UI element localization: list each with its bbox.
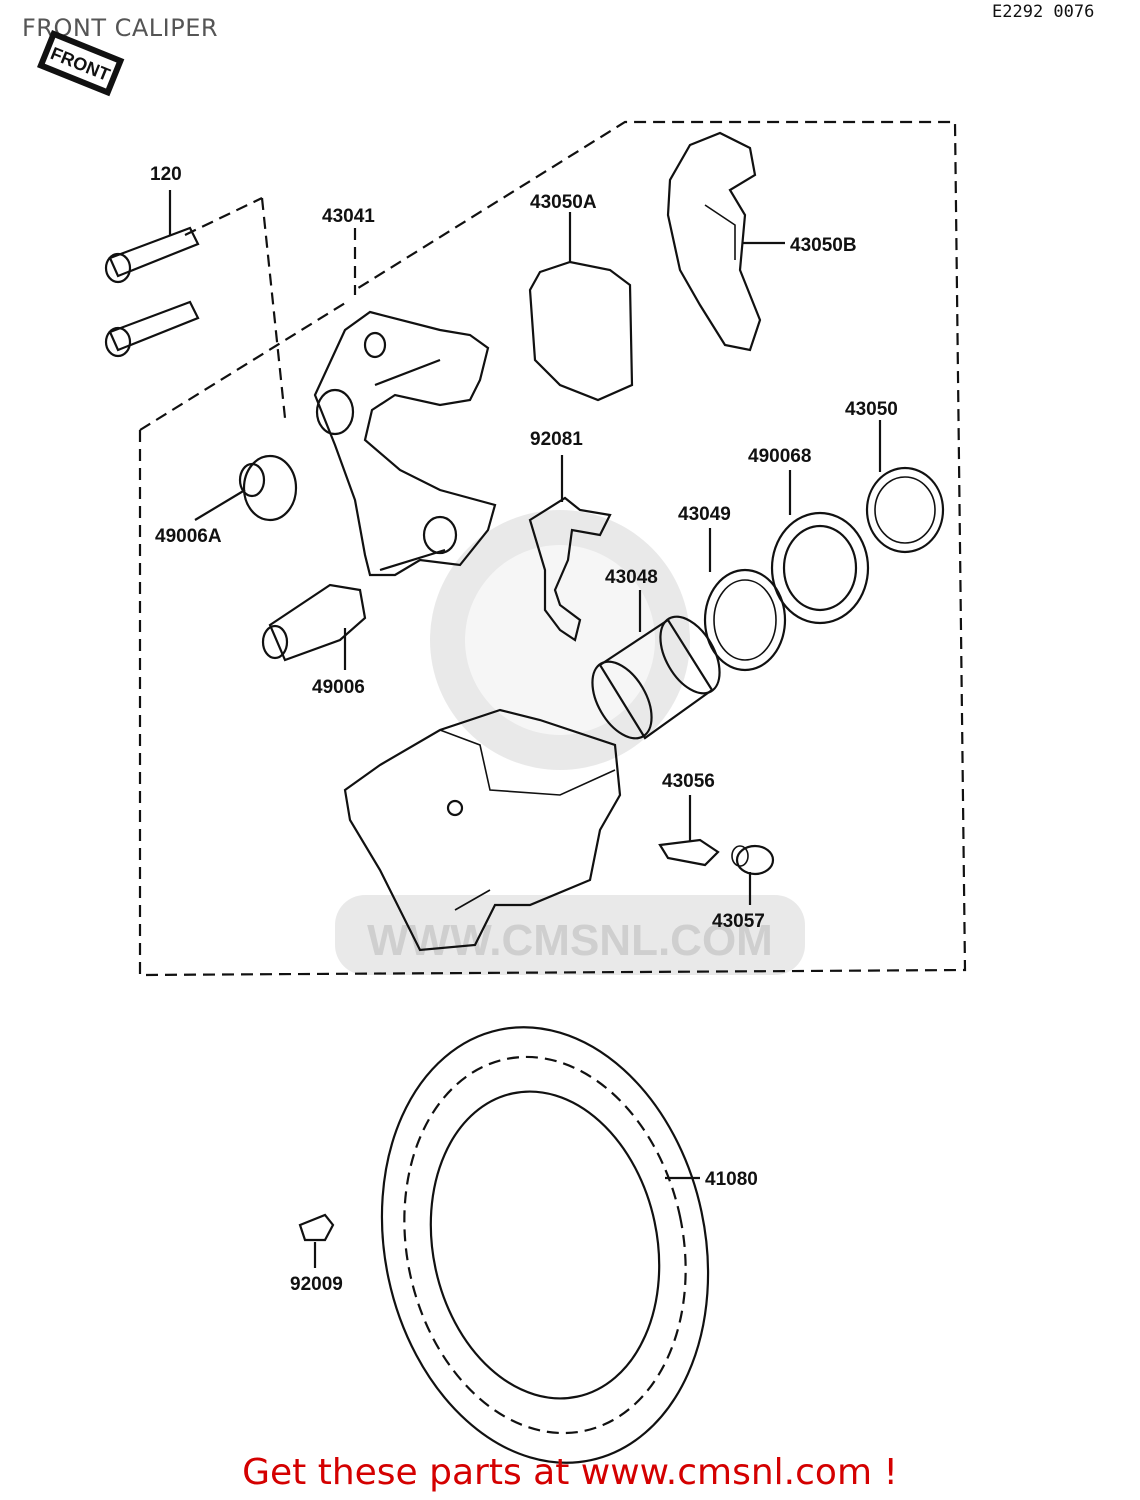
piston-seal	[703, 568, 787, 672]
caliper-piston	[591, 615, 721, 740]
part-label-43050A: 43050A	[530, 192, 597, 213]
anti-rattle-spring	[528, 496, 612, 642]
part-label-92081: 92081	[530, 429, 583, 450]
dust-seal	[865, 466, 945, 554]
brake-disc	[380, 1026, 710, 1464]
slide-pin-and-boot	[261, 583, 367, 662]
part-label-43041: 43041	[322, 206, 375, 227]
part-label-43056: 43056	[662, 771, 715, 792]
slide-pin-boot-a	[238, 454, 298, 522]
part-label-43050B: 43050B	[790, 235, 857, 256]
part-label-43057: 43057	[712, 911, 765, 932]
disc-mounting-bolt	[298, 1213, 335, 1242]
bolt-axis-line-top	[184, 197, 263, 236]
brake-pad-outer	[666, 131, 762, 352]
bolt-axis-line	[260, 197, 287, 419]
caliper-assembly-boundary	[138, 120, 967, 977]
bleeder-cap	[731, 844, 775, 876]
part-label-43050: 43050	[845, 399, 898, 420]
part-label-49006A: 49006A	[155, 526, 222, 547]
watermark-text: WWW.CMSNL.COM	[367, 916, 773, 965]
bleeder-valve	[658, 838, 720, 867]
part-label-43048: 43048	[605, 567, 658, 588]
part-label-49006: 49006	[312, 677, 365, 698]
part-label-120: 120	[150, 164, 182, 185]
caliper-bracket	[313, 310, 497, 577]
caliper-body	[343, 708, 622, 952]
part-label-92009: 92009	[290, 1274, 343, 1295]
shop-link-footer[interactable]: Get these parts at www.cmsnl.com !	[242, 1452, 898, 1493]
piston-seal-outer	[770, 511, 870, 625]
boundary-diagonal	[139, 299, 351, 431]
cmsnl-watermark: WWW.CMSNL.COM	[335, 510, 805, 975]
part-label-43049: 43049	[678, 504, 731, 525]
part-label-41080: 41080	[705, 1169, 758, 1190]
brake-pad-inner	[528, 260, 634, 402]
caliper-mounting-bolts	[104, 226, 200, 358]
diagram-reference-code: E2292 0076	[992, 2, 1095, 22]
front-direction-badge: FRONT	[37, 30, 125, 97]
part-label-490068: 490068	[748, 446, 811, 467]
leader-lines	[168, 190, 882, 1268]
